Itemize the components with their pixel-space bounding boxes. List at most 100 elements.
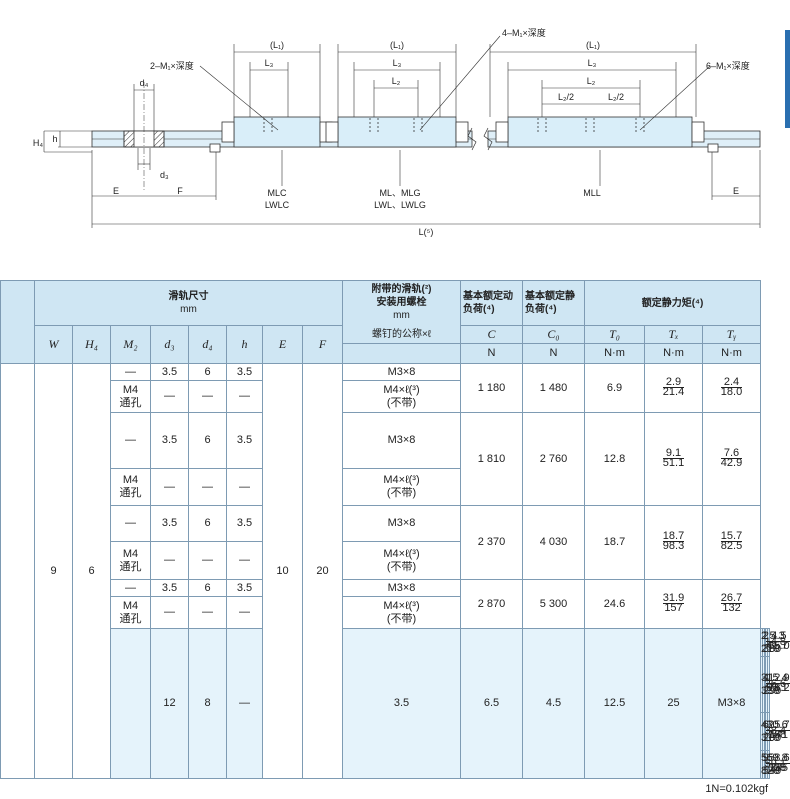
cell-c0: 4 030 (522, 505, 585, 580)
cell-c0: 2 380 (761, 628, 781, 657)
dim-e-left: E (113, 186, 119, 196)
cell-m2: — (110, 579, 151, 597)
unit-c0: N (522, 343, 585, 364)
cell-f: 25 (644, 628, 703, 779)
dim-d3: d₃ (160, 170, 169, 180)
cell-d4: 6 (188, 505, 227, 542)
cell-bolt-m4: M4×ℓ(³)(不带) (342, 541, 461, 580)
cell-h: — (226, 380, 263, 413)
cell-bolt: M3×8 (701, 628, 762, 779)
cell-bolt-m4: M4×ℓ(³)(不带) (342, 596, 461, 629)
cell-d4: 6 (188, 363, 227, 381)
dim-l3-ml: L₃ (393, 58, 402, 68)
cell-d3: — (150, 596, 189, 629)
rail-hole-section (123, 82, 165, 190)
group1-blank (0, 363, 35, 779)
cell-h: 4.5 (522, 628, 585, 779)
cell-d3: 3.5 (150, 579, 189, 597)
unit-bolt (342, 343, 461, 364)
table-row: 3 330 4 290 26.6 15.493.1 12.978.2 (1, 656, 790, 713)
cell-c: 2 870 (460, 579, 523, 629)
unit-tx: N·m (644, 343, 703, 364)
label-lwlc: LWLC (265, 200, 290, 210)
cell-h4: 6 (72, 363, 111, 779)
col-w: W (34, 325, 73, 364)
dim-l2-half-right: L₂/2 (608, 92, 624, 102)
cell-c: 1 810 (460, 412, 523, 506)
cell-e: 10 (262, 363, 303, 779)
dim-h: h (52, 134, 57, 144)
table-row: 9 6 — 3.5 6 3.5 10 20 M3×8 1 180 1 480 6… (0, 363, 770, 779)
cell-c: 1 180 (460, 363, 523, 413)
cell-m2: — (226, 628, 263, 779)
unit-footnote: 1N=0.102kgf (705, 783, 768, 795)
col-tx: Tₓ (644, 325, 703, 344)
cell-d3: — (150, 541, 189, 580)
cell-h: 3.5 (226, 363, 263, 381)
label-mll: MLL (583, 188, 601, 198)
callout-4-m1: 4–M₁×深度 (502, 27, 546, 38)
cell-d3: — (150, 380, 189, 413)
col-d3: d₃ (150, 325, 189, 364)
col-c0: C₀ (522, 325, 585, 344)
cell-c0: 5 300 (522, 579, 585, 629)
dim-h4: H₄ (33, 138, 43, 148)
dim-l2-half-left: L₂/2 (558, 92, 574, 102)
cell-d4: 6 (188, 412, 227, 469)
col-f: F (302, 325, 343, 364)
block-mll (495, 116, 705, 148)
callout-6-m1: 6–M₁×深度 (706, 60, 750, 71)
cell-d3: 3.5 (150, 363, 189, 381)
cell-t0: 18.7 (584, 505, 645, 580)
unit-t0: N·m (584, 343, 645, 364)
col-d4: d₄ (188, 325, 227, 364)
cell-h: — (226, 596, 263, 629)
cell-d4: 6.5 (460, 628, 523, 779)
header-static-moment: 额定静力矩(⁴) (583, 280, 762, 326)
group2-blank (110, 628, 151, 779)
cell-t0: 6.9 (584, 363, 645, 413)
dim-l3-mll: L₃ (588, 58, 597, 68)
cell-w: 9 (34, 363, 73, 779)
dim-l1-mlc: (L₁) (270, 40, 284, 50)
cell-f: 20 (302, 363, 343, 779)
unit-ty: N·m (701, 343, 762, 364)
cell-d4: — (188, 596, 227, 629)
label-mlc: MLC (267, 188, 287, 198)
cell-bolt: M3×8 (342, 579, 461, 597)
cell-w: 12 (150, 628, 189, 779)
cell-h: — (226, 541, 263, 580)
cell-c0: 1 480 (522, 363, 585, 413)
cell-d4: 6 (188, 579, 227, 597)
label-lwl-lwlg: LWL、LWLG (374, 200, 426, 210)
cell-d3: 3.5 (342, 628, 461, 779)
dim-d4: d₄ (140, 78, 149, 88)
dim-l1-mll: (L₁) (586, 40, 600, 50)
dim-l-total: L(⁵) (419, 227, 434, 237)
dim-l1-ml: (L₁) (390, 40, 404, 50)
cell-m2: — (110, 505, 151, 542)
col-c: C (460, 325, 523, 344)
col-ty: Tᵧ (701, 325, 762, 344)
dim-l3-mlc: L₃ (265, 58, 274, 68)
section-tab-marker (785, 30, 790, 128)
cell-m2: — (110, 412, 151, 469)
